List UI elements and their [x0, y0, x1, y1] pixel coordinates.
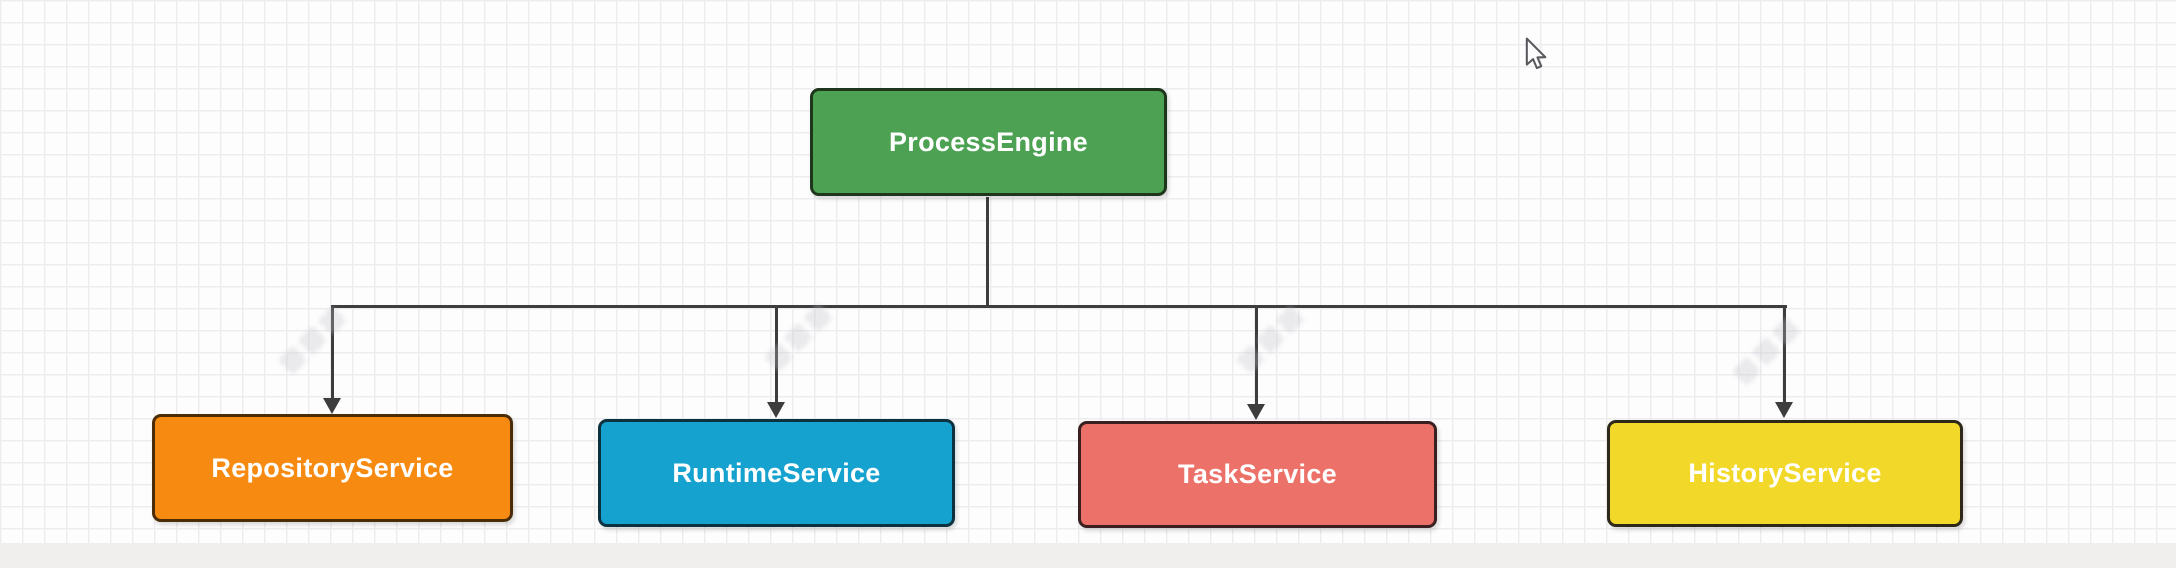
- canvas-bottom-strip: [0, 543, 2176, 568]
- edge-drop-history[interactable]: [1783, 305, 1786, 404]
- node-runtime-service-label: RuntimeService: [672, 457, 881, 488]
- node-history-service-label: HistoryService: [1688, 458, 1882, 488]
- edge-drop-repository[interactable]: [331, 305, 334, 400]
- watermark: [1731, 316, 1802, 387]
- node-runtime-service[interactable]: RuntimeService: [598, 419, 955, 527]
- edge-drop-runtime[interactable]: [775, 305, 778, 404]
- edge-drop-task[interactable]: [1255, 305, 1258, 406]
- node-repository-service[interactable]: RepositoryService: [152, 414, 513, 522]
- node-process-engine-label: ProcessEngine: [889, 126, 1088, 157]
- mouse-pointer-icon: [1525, 37, 1547, 70]
- watermark: [1235, 304, 1306, 375]
- watermark: [277, 305, 348, 376]
- node-task-service[interactable]: TaskService: [1078, 421, 1437, 528]
- node-history-service[interactable]: HistoryService: [1607, 420, 1963, 527]
- edge-bus[interactable]: [331, 305, 1787, 308]
- node-process-engine[interactable]: ProcessEngine: [810, 88, 1167, 196]
- node-repository-service-label: RepositoryService: [211, 452, 454, 483]
- arrowhead-repository: [323, 398, 341, 414]
- arrowhead-task: [1247, 404, 1265, 420]
- edge-root-stem[interactable]: [986, 197, 989, 308]
- node-task-service-label: TaskService: [1178, 459, 1337, 489]
- arrowhead-runtime: [767, 402, 785, 418]
- arrowhead-history: [1775, 402, 1793, 418]
